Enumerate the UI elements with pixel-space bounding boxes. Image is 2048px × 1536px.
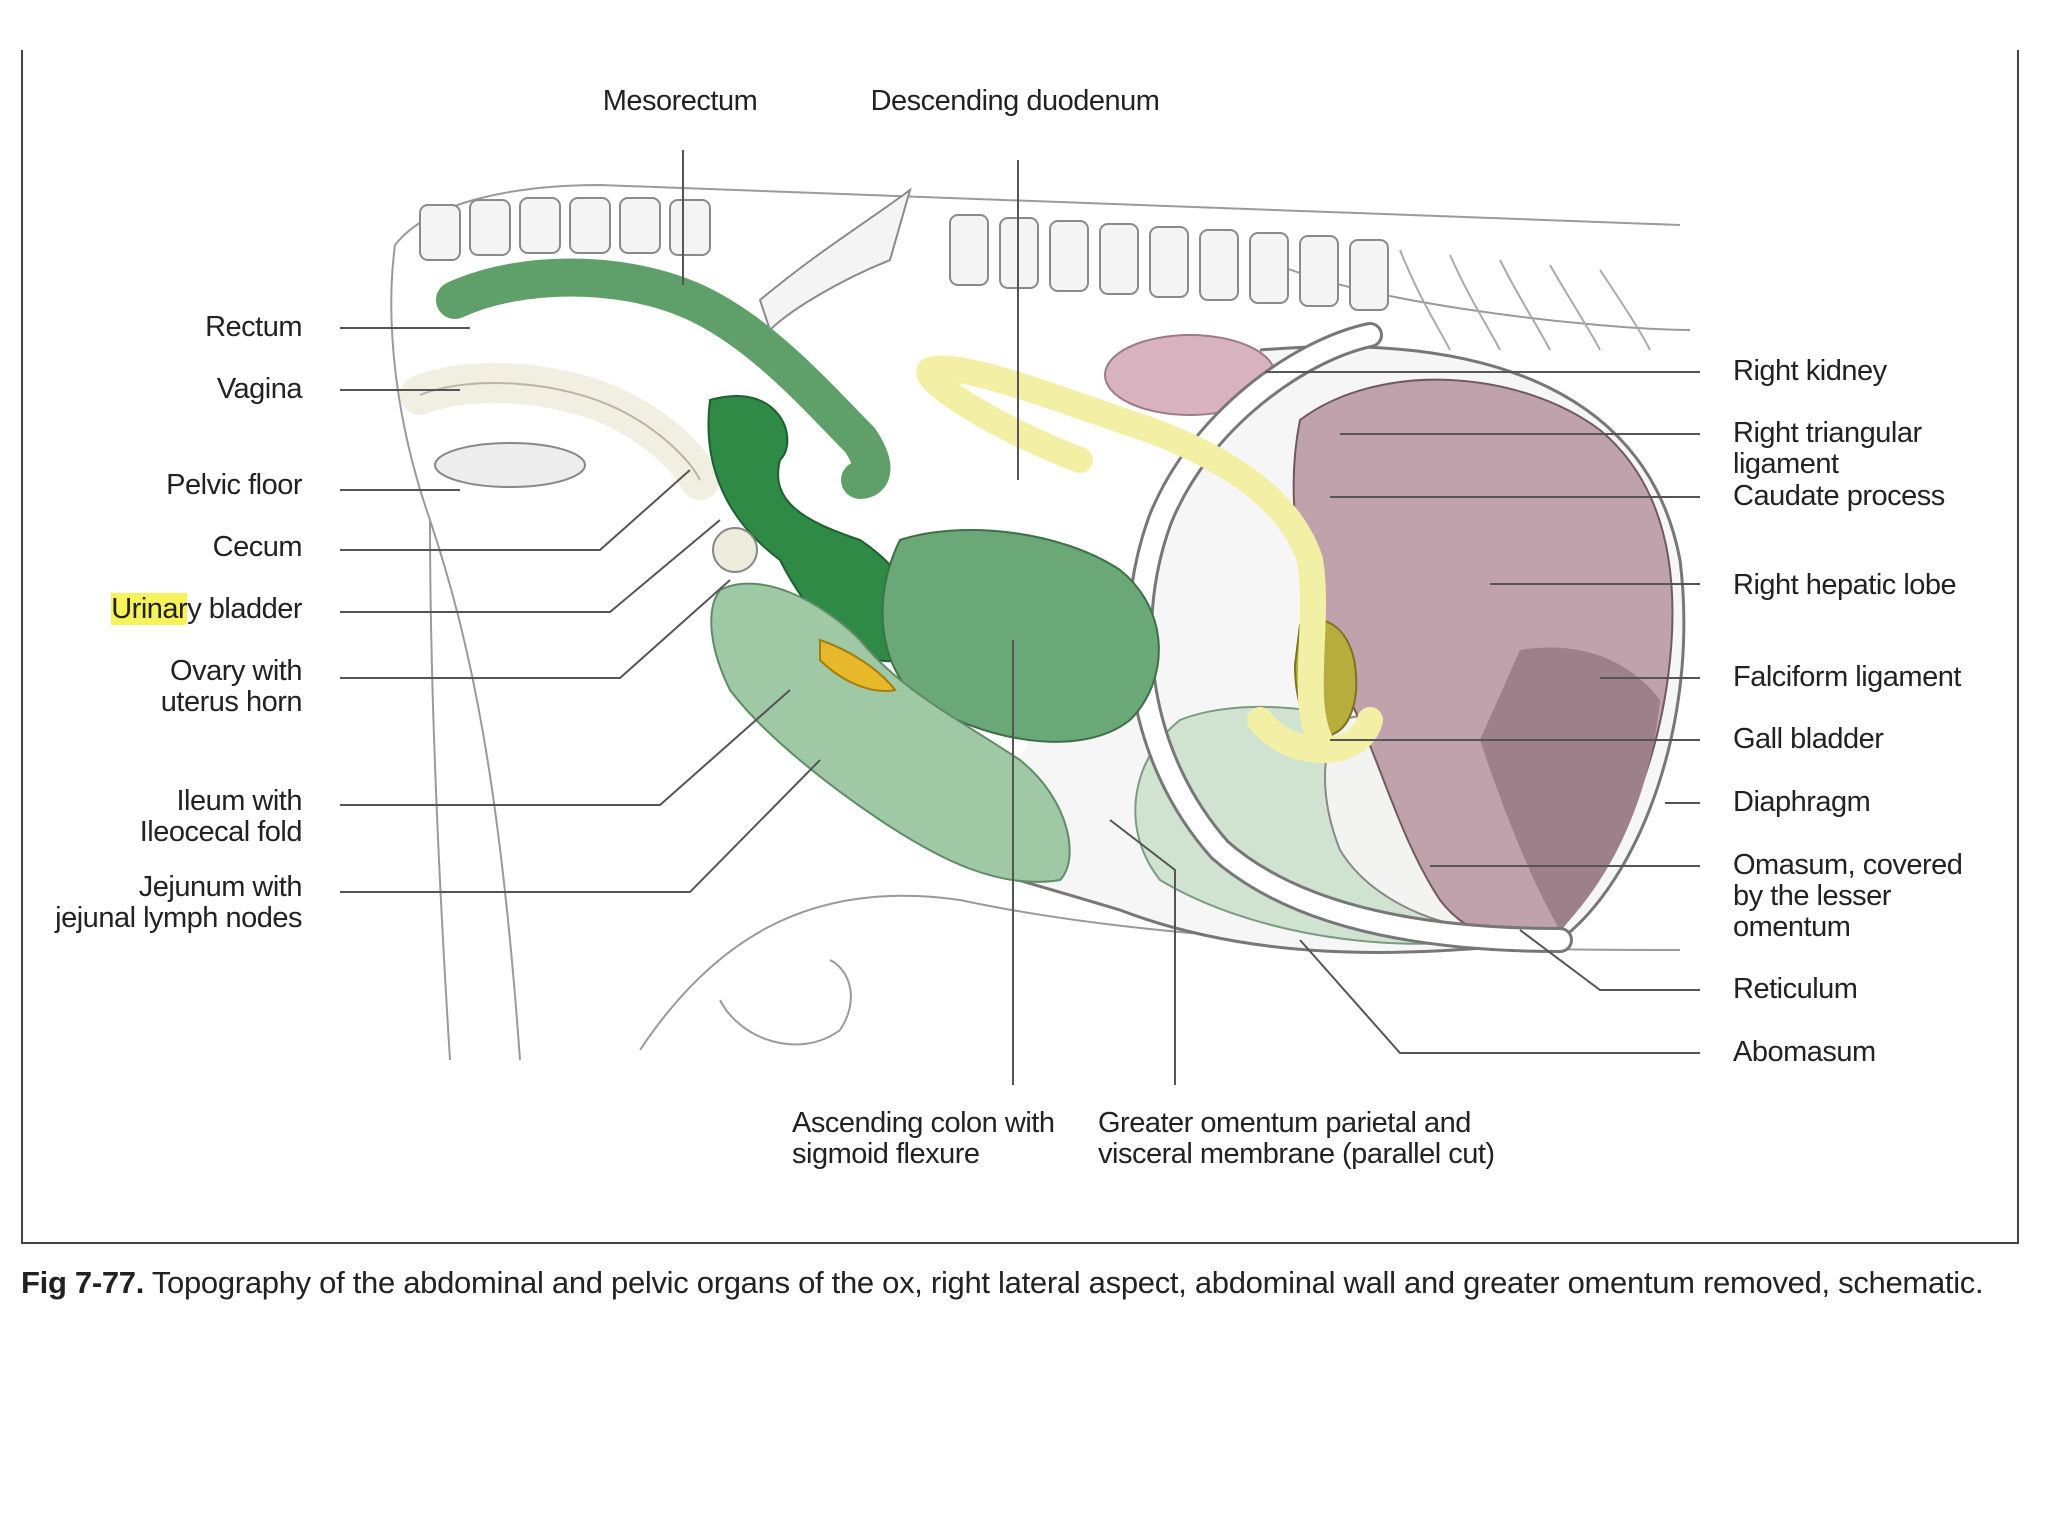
caption-figure-number: Fig 7-77. <box>21 1265 145 1300</box>
label-greater-omentum-line1: Greater omentum parietal and <box>1098 1107 1471 1139</box>
label-gall-bladder: Gall bladder <box>1733 723 1884 755</box>
label-right-triangular-line1: Right triangular <box>1733 417 1922 449</box>
label-omasum-line2: by the lesser <box>1733 880 1891 912</box>
vertebrae <box>419 187 1389 332</box>
label-ileum-line1: Ileum with <box>176 785 302 817</box>
rectum-shape <box>436 258 891 499</box>
label-jejunum-line1: Jejunum with <box>138 871 303 903</box>
label-reticulum: Reticulum <box>1733 973 1858 1005</box>
label-caudate-process: Caudate process <box>1733 480 1945 512</box>
label-right-triangular-line2: ligament <box>1733 448 1839 480</box>
label-cecum: Cecum <box>212 531 303 563</box>
label-ovary-line1: Ovary with <box>170 655 302 687</box>
label-urinary-highlight: Urinar <box>111 593 188 625</box>
label-pelvic-floor: Pelvic floor <box>166 469 302 501</box>
label-descending-duodenum: Descending duodenum <box>870 85 1160 117</box>
label-jejunum-line2: jejunal lymph nodes <box>55 902 302 934</box>
cecum-tip <box>712 527 758 573</box>
label-right-kidney: Right kidney <box>1733 355 1887 387</box>
hind-leg-outline <box>429 519 451 1061</box>
udder-outline <box>719 959 852 1046</box>
label-falciform-ligament: Falciform ligament <box>1733 661 1961 693</box>
label-ascending-colon-line1: Ascending colon with <box>792 1107 1055 1139</box>
label-ileum-line2: Ileocecal fold <box>139 816 303 848</box>
duodenum-lower <box>1247 707 1383 763</box>
back-outline <box>390 244 521 1061</box>
leader-lines <box>340 150 1700 1085</box>
label-diaphragm: Diaphragm <box>1733 786 1871 818</box>
ribs <box>1399 249 1651 351</box>
pelvic-floor-shape <box>434 442 586 488</box>
label-omasum-line3: omentum <box>1733 911 1851 943</box>
ascending-colon-shape <box>881 529 1160 743</box>
label-urinary-bladder: Urinary bladder <box>40 593 302 625</box>
liver-shadow <box>1480 647 1660 930</box>
label-vagina: Vagina <box>216 373 303 405</box>
label-abomasum: Abomasum <box>1733 1036 1876 1068</box>
jejunum-shape <box>710 582 1071 883</box>
label-mesorectum: Mesorectum <box>602 85 758 117</box>
label-greater-omentum-line2: visceral membrane (parallel cut) <box>1098 1138 1495 1170</box>
duodenum-shape <box>916 355 1333 753</box>
figure-caption: Fig 7-77. Topography of the abdominal an… <box>21 1262 2011 1304</box>
label-ascending-colon-line2: sigmoid flexure <box>792 1138 980 1170</box>
label-right-hepatic-lobe: Right hepatic lobe <box>1733 569 1957 601</box>
label-omasum-line1: Omasum, covered <box>1733 849 1963 881</box>
caption-text: Topography of the abdominal and pelvic o… <box>151 1265 1984 1300</box>
label-ovary-line2: uterus horn <box>160 686 303 718</box>
label-urinary-rest: y bladder <box>187 593 302 625</box>
body-outline <box>394 183 1681 246</box>
ovary-shape <box>819 638 897 692</box>
label-rectum: Rectum <box>205 311 302 343</box>
